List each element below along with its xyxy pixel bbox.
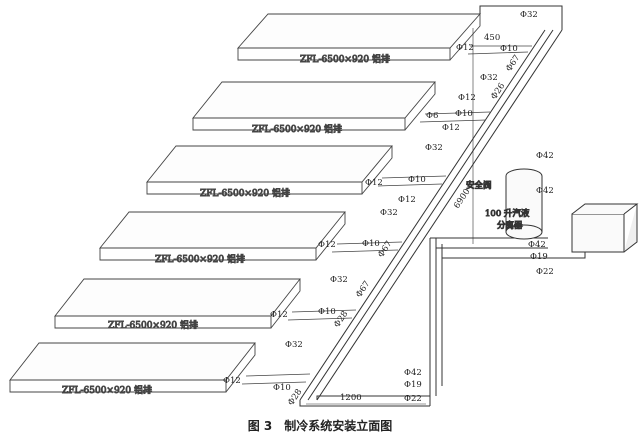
- panel-5: ZFL-6500×920 铝排: [54, 278, 301, 331]
- riser-gas-left: [299, 29, 546, 401]
- label-1200: 1200: [340, 393, 362, 403]
- panel-3-label: ZFL-6500×920 铝排: [200, 187, 290, 199]
- label-p5-phi10: Φ10: [318, 307, 336, 317]
- label-bottom-phi22: Φ22: [404, 394, 422, 404]
- label-sep-phi42b: Φ42: [536, 186, 554, 196]
- panel-2-label: ZFL-6500×920 铝排: [252, 123, 342, 135]
- panel-3: ZFL-6500×920 铝排: [146, 145, 393, 199]
- panel-6: ZFL-6500×920 铝排: [9, 342, 256, 396]
- branch-pipes: [241, 45, 532, 385]
- panel-1-label: ZFL-6500×920 铝排: [300, 53, 390, 65]
- label-p3-phi12: Φ12: [365, 178, 383, 188]
- panel-2: ZFL-6500×920 铝排: [192, 81, 436, 135]
- panel-4-label: ZFL-6500×920 铝排: [155, 253, 245, 265]
- panel-6-label: ZFL-6500×920 铝排: [62, 384, 152, 396]
- main-risers: [299, 5, 586, 407]
- label-p4-phi32: Φ32: [380, 208, 398, 218]
- label-p2-phi10: Φ10: [455, 109, 473, 119]
- riser-liquid: [316, 29, 563, 401]
- label-p6-phi12: Φ12: [223, 376, 241, 386]
- safety-valve-label: 安全阀: [466, 180, 492, 191]
- label-sep-phi42c: Φ42: [528, 240, 546, 250]
- separator-label-line1: 100 升汽液: [485, 208, 530, 219]
- label-p4-phi12: Φ12: [318, 240, 336, 250]
- bottom-header: [299, 400, 430, 407]
- label-p2-phi6: Φ6: [426, 111, 438, 121]
- label-top-phi32: Φ32: [520, 10, 538, 20]
- label-sep-phi42a: Φ42: [536, 151, 554, 161]
- label-bottom-phi42: Φ42: [404, 368, 422, 378]
- panel-1: ZFL-6500×920 铝排: [237, 13, 481, 65]
- label-sep-phi19: Φ19: [530, 252, 548, 262]
- label-p2-phi12b: Φ12: [442, 123, 460, 133]
- label-450: 450: [484, 33, 500, 43]
- label-p5-phi32: Φ32: [330, 275, 348, 285]
- label-p3-phi10: Φ10: [408, 175, 426, 185]
- label-p6-phi32: Φ32: [285, 340, 303, 350]
- riser-gas-right: [307, 29, 554, 401]
- label-p6-phi10: Φ10: [273, 383, 291, 393]
- label-p1-phi12: Φ12: [456, 43, 474, 53]
- gas-liquid-separator: 100 升汽液 分离器 安全阀: [466, 168, 543, 240]
- label-phi67-c: Φ67: [504, 53, 522, 73]
- panel-4: ZFL-6500×920 铝排: [99, 211, 346, 265]
- refrigeration-unit-box: [571, 203, 639, 253]
- label-p5-phi12: Φ12: [270, 310, 288, 320]
- evaporator-panels: ZFL-6500×920 铝排 ZFL-6500×920 铝排 ZFL-6500…: [9, 13, 481, 396]
- figure-caption: 图 3 制冷系统安装立面图: [247, 419, 393, 433]
- separator-label-line2: 分离器: [497, 220, 523, 231]
- label-phi67-b: Φ67: [354, 279, 372, 299]
- label-p2-phi12: Φ12: [458, 93, 476, 103]
- top-header: [479, 5, 563, 30]
- panel-5-label: ZFL-6500×920 铝排: [108, 319, 198, 331]
- line-phi22: [442, 245, 586, 259]
- label-p1-phi10: Φ10: [500, 44, 518, 54]
- label-p3-phi32: Φ32: [425, 143, 443, 153]
- label-bottom-phi19: Φ19: [404, 380, 422, 390]
- label-p2-phi32: Φ32: [480, 73, 498, 83]
- label-p3-phi12b: Φ12: [398, 195, 416, 205]
- label-p4-phi10: Φ10: [362, 239, 380, 249]
- label-sep-phi22: Φ22: [536, 267, 554, 277]
